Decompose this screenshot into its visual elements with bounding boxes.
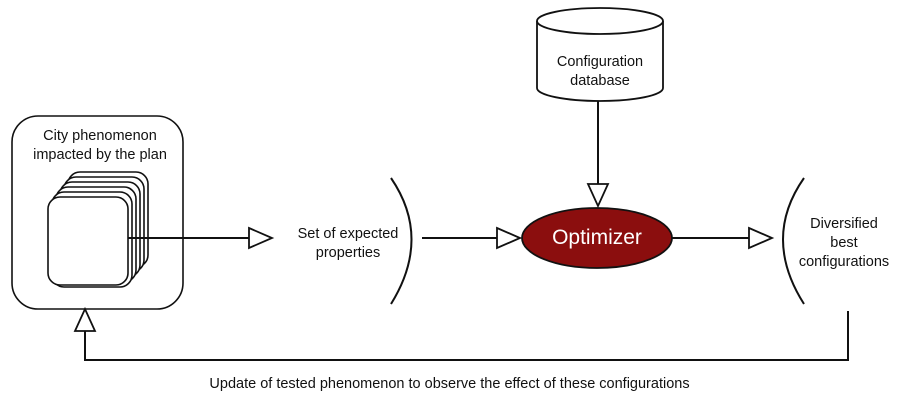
diversified-line3: configurations <box>798 254 890 270</box>
diversified-bracket <box>782 177 805 305</box>
database-cylinder-icon <box>536 7 664 102</box>
arrow-db-to-optimizer-head <box>586 183 610 209</box>
city-phenomenon-line1: City phenomenon <box>43 128 157 144</box>
feedback-loop-head <box>73 306 97 332</box>
expected-properties-label: Set of expected properties <box>278 225 418 263</box>
feedback-loop-label: Update of tested phenomenon to observe t… <box>209 376 690 392</box>
diversified-line2: best <box>830 235 858 251</box>
expected-properties-line1: Set of expected <box>297 226 399 242</box>
optimizer-label: Optimizer <box>552 226 642 249</box>
diversified-configurations-label: Diversified best configurations <box>792 215 896 272</box>
configuration-database-line1: Configuration <box>556 54 644 70</box>
properties-bracket <box>390 177 413 305</box>
stacked-documents-icon <box>47 171 149 288</box>
arrow-to-properties-head <box>248 226 275 250</box>
feedback-loop-line <box>84 311 849 361</box>
diversified-line1: Diversified <box>810 216 878 232</box>
expected-properties-line2: properties <box>315 245 381 261</box>
arrow-to-optimizer-head <box>496 226 523 250</box>
city-phenomenon-line2: impacted by the plan <box>33 147 167 163</box>
configuration-database-label: Configuration database <box>538 53 662 91</box>
configuration-database-line2: database <box>570 73 630 89</box>
arrow-to-diversified-head <box>748 226 775 250</box>
city-phenomenon-label: City phenomenon impacted by the plan <box>20 127 180 165</box>
